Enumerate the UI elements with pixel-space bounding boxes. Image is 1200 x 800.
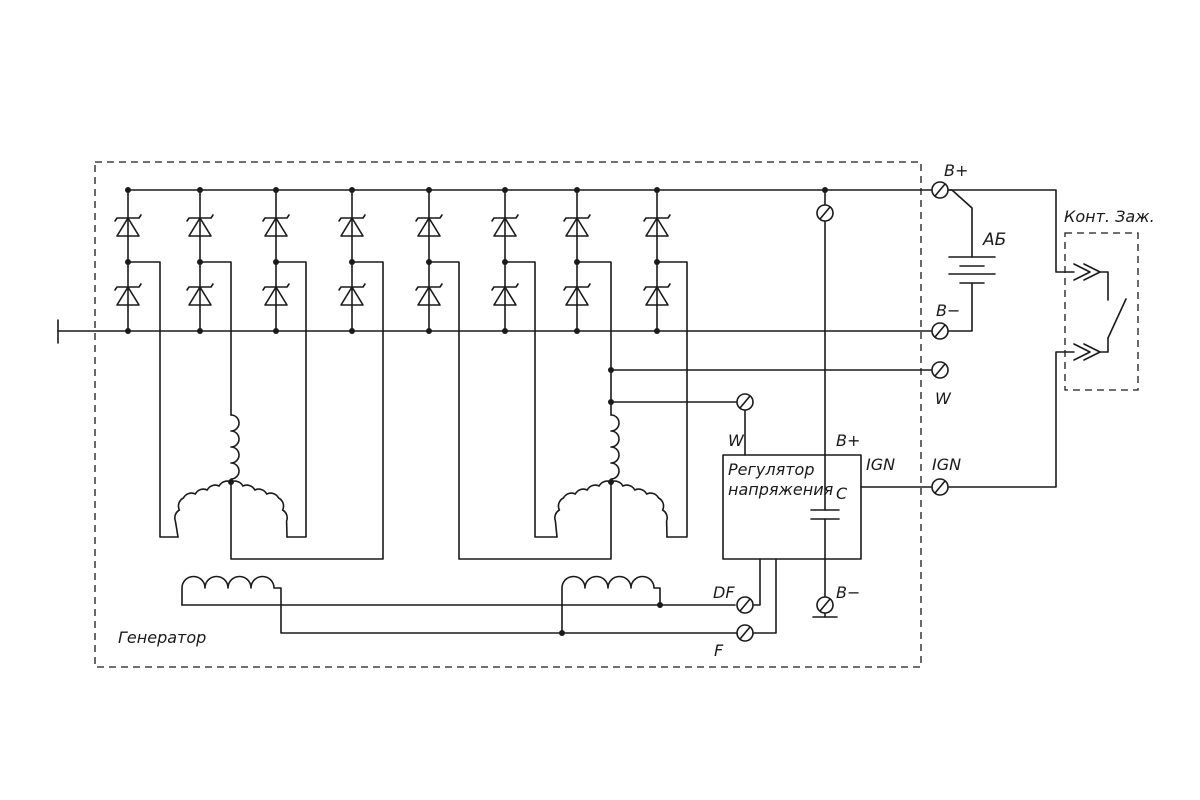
regulator-wiring — [744, 189, 932, 634]
diode — [338, 214, 366, 237]
diode — [643, 214, 671, 237]
diode — [491, 214, 519, 237]
diode — [415, 214, 443, 237]
bus-wires — [57, 189, 932, 344]
phase-leads — [127, 261, 932, 560]
diode — [262, 283, 290, 306]
diode — [338, 283, 366, 306]
diode — [186, 283, 214, 306]
label-battery: АБ — [982, 230, 1006, 250]
label-b-minus: B− — [936, 301, 960, 320]
label-ignition-switch: Конт. Заж. — [1064, 207, 1155, 226]
terminal-reg-w — [736, 393, 754, 411]
regulator-label-2: напряжения — [728, 480, 834, 499]
terminal-reg-b-minus — [816, 596, 834, 614]
diode — [114, 283, 142, 306]
label-ign: IGN — [932, 455, 961, 474]
terminal-b-plus — [931, 181, 949, 199]
stator-winding-1 — [174, 414, 288, 538]
terminal-ign — [931, 478, 949, 496]
diode — [563, 283, 591, 306]
label-reg-w: W — [728, 431, 745, 450]
regulator-label-1: Регулятор — [728, 460, 814, 479]
label-reg-c: C — [836, 484, 848, 503]
terminal-b-minus — [931, 322, 949, 340]
label-df: DF — [713, 583, 735, 602]
terminal-w — [931, 361, 949, 379]
diode — [563, 214, 591, 237]
diode — [262, 214, 290, 237]
terminal-f — [736, 624, 754, 642]
label-f: F — [714, 641, 724, 660]
diode — [415, 283, 443, 306]
excitation-coils — [181, 575, 745, 636]
ignition-switch — [948, 189, 1127, 488]
voltage-regulator — [722, 454, 862, 560]
label-generator: Генератор — [118, 628, 206, 647]
terminal-reg-b-plus-top — [816, 204, 834, 222]
generator-boundary — [94, 161, 922, 668]
diode — [114, 214, 142, 237]
label-w: W — [935, 389, 952, 408]
diode — [643, 283, 671, 306]
stator-winding-2 — [554, 414, 668, 538]
label-reg-ign: IGN — [866, 455, 895, 474]
label-reg-b-minus: B− — [836, 583, 860, 602]
terminals — [736, 181, 949, 642]
label-b-plus: B+ — [944, 161, 968, 180]
terminal-df — [736, 596, 754, 614]
label-reg-b-plus: B+ — [836, 431, 860, 450]
diode-bridge — [114, 187, 671, 334]
ignition-switch-boundary — [1064, 232, 1139, 391]
diode — [186, 214, 214, 237]
diode — [491, 283, 519, 306]
